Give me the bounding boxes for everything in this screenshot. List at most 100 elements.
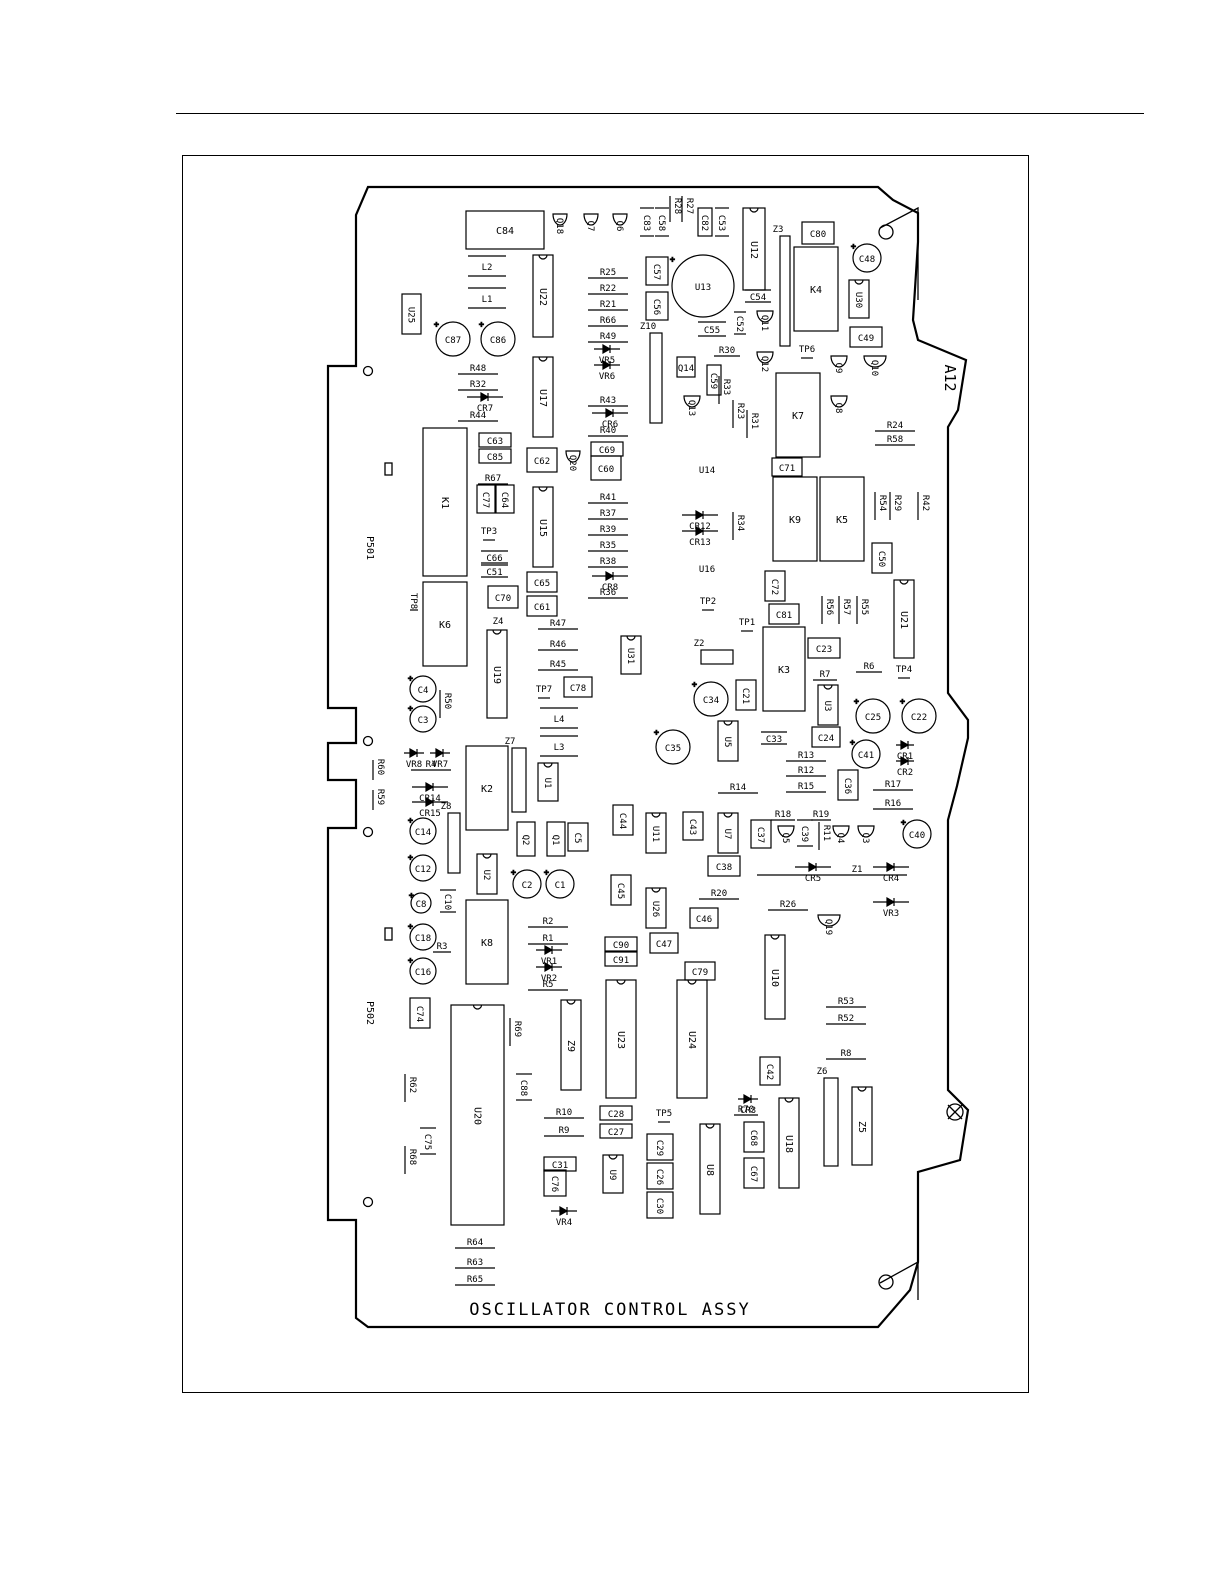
ref-label-cr1: CR1 bbox=[897, 752, 913, 762]
component-c67 bbox=[743, 1157, 765, 1189]
ref-label-c64: C64 bbox=[499, 492, 509, 508]
component-c53 bbox=[715, 207, 729, 237]
ref-label-r50: R50 bbox=[442, 693, 452, 709]
component-cr6 bbox=[592, 407, 628, 419]
ref-label-z4: Z4 bbox=[493, 617, 504, 627]
ref-label-c79: C79 bbox=[692, 968, 708, 978]
component-c37 bbox=[750, 819, 772, 849]
component-c55 bbox=[698, 321, 726, 337]
ref-label-r59: R59 bbox=[375, 789, 385, 805]
component-c3: + bbox=[407, 703, 437, 733]
ref-label-r34: R34 bbox=[735, 515, 745, 531]
ref-label-z1: Z1 bbox=[852, 865, 863, 875]
component-u30 bbox=[848, 279, 870, 319]
component-c91 bbox=[604, 951, 638, 967]
ref-label-k6: K6 bbox=[439, 620, 451, 631]
ref-label-cr2: CR2 bbox=[897, 768, 913, 778]
ref-label-c34: C34 bbox=[703, 696, 719, 706]
component-k9 bbox=[772, 476, 818, 562]
ref-label-r3: R3 bbox=[437, 942, 448, 952]
ref-label-r19: R19 bbox=[813, 810, 829, 820]
component-u9 bbox=[602, 1154, 624, 1194]
ref-label-c86: C86 bbox=[490, 336, 506, 346]
ref-label-c18: C18 bbox=[415, 934, 431, 944]
component-c90 bbox=[604, 936, 638, 952]
ref-label-c62: C62 bbox=[534, 457, 550, 467]
ref-label-r53: R53 bbox=[838, 997, 854, 1007]
component-vr3 bbox=[873, 896, 909, 908]
component-c51 bbox=[481, 564, 508, 578]
component-q10 bbox=[863, 355, 887, 368]
component-u8 bbox=[699, 1123, 721, 1215]
component-c24 bbox=[811, 726, 841, 748]
ref-label-r9: R9 bbox=[559, 1126, 570, 1136]
ref-label-r39: R39 bbox=[600, 525, 616, 535]
ref-label-z6: Z6 bbox=[817, 1067, 828, 1077]
ref-label-r5: R5 bbox=[543, 980, 554, 990]
ref-label-q8: Q8 bbox=[833, 403, 843, 414]
ref-label-c83: C83 bbox=[641, 215, 651, 231]
ref-label-u19: U19 bbox=[491, 666, 502, 684]
ref-label-u26: U26 bbox=[650, 901, 660, 917]
component-u23 bbox=[605, 979, 637, 1099]
ref-label-r1: R1 bbox=[543, 934, 554, 944]
component-c58 bbox=[655, 207, 669, 237]
ref-label-r11: R11 bbox=[821, 825, 831, 841]
component-z9 bbox=[560, 999, 582, 1091]
ref-label-u3: U3 bbox=[822, 701, 832, 712]
ref-label-c5: C5 bbox=[572, 833, 582, 844]
ref-label-r65: R65 bbox=[467, 1275, 483, 1285]
ref-label-c80: C80 bbox=[810, 230, 826, 240]
ref-label-r64: R64 bbox=[467, 1238, 483, 1248]
ref-label-r24: R24 bbox=[887, 421, 903, 431]
component-c61 bbox=[526, 595, 558, 617]
ref-label-c49: C49 bbox=[858, 334, 874, 344]
component-c21 bbox=[735, 679, 757, 711]
ref-label-c48: C48 bbox=[859, 255, 875, 265]
ref-label-r56: R56 bbox=[824, 599, 834, 615]
ref-label-k8: K8 bbox=[481, 938, 493, 949]
ref-label-l3: L3 bbox=[554, 743, 565, 753]
component-q12 bbox=[756, 351, 774, 364]
ref-label-c90: C90 bbox=[613, 941, 629, 951]
ref-label-c60: C60 bbox=[598, 465, 614, 475]
ref-label-c50: C50 bbox=[876, 551, 886, 567]
component-c66 bbox=[481, 550, 508, 564]
ref-label-tp7: TP7 bbox=[536, 685, 552, 695]
ref-label-r6: R6 bbox=[864, 662, 875, 672]
svg-text:+: + bbox=[854, 697, 859, 706]
component-c84 bbox=[465, 210, 545, 250]
ref-label-c58: C58 bbox=[656, 215, 666, 231]
ref-label-cr5: CR5 bbox=[805, 874, 821, 884]
ref-label-c85: C85 bbox=[487, 453, 503, 463]
component-cr15 bbox=[412, 796, 448, 808]
ref-label-k4: K4 bbox=[810, 285, 822, 296]
ref-label-r30: R30 bbox=[719, 346, 735, 356]
ref-label-r16: R16 bbox=[885, 799, 901, 809]
component-u25 bbox=[401, 293, 422, 335]
ref-label-c91: C91 bbox=[613, 956, 629, 966]
ref-label-q6: Q6 bbox=[614, 221, 624, 232]
component-c30 bbox=[646, 1191, 674, 1219]
ref-label-cr7: CR7 bbox=[477, 404, 493, 414]
svg-text:+: + bbox=[851, 242, 856, 251]
component-cr1 bbox=[896, 739, 914, 751]
ref-label-c16: C16 bbox=[415, 968, 431, 978]
component-u22 bbox=[532, 254, 554, 338]
ref-label-r55: R55 bbox=[859, 599, 869, 615]
component-vr1 bbox=[536, 944, 562, 956]
component-c48: + bbox=[850, 241, 882, 273]
ref-label-c40: C40 bbox=[909, 831, 925, 841]
component-q18 bbox=[552, 213, 568, 226]
ref-label-r36: R36 bbox=[600, 588, 616, 598]
ref-label-u5: U5 bbox=[722, 737, 732, 748]
ref-label-c67: C67 bbox=[748, 1166, 758, 1182]
ref-label-r7: R7 bbox=[820, 670, 831, 680]
ref-label-c65: C65 bbox=[534, 579, 550, 589]
component-k5 bbox=[819, 476, 865, 562]
ref-label-c71: C71 bbox=[779, 464, 795, 474]
component-l1 bbox=[468, 287, 506, 309]
component-c25: + bbox=[853, 696, 891, 734]
ref-label-u2: U2 bbox=[481, 870, 491, 881]
ref-label-r43: R43 bbox=[600, 396, 616, 406]
